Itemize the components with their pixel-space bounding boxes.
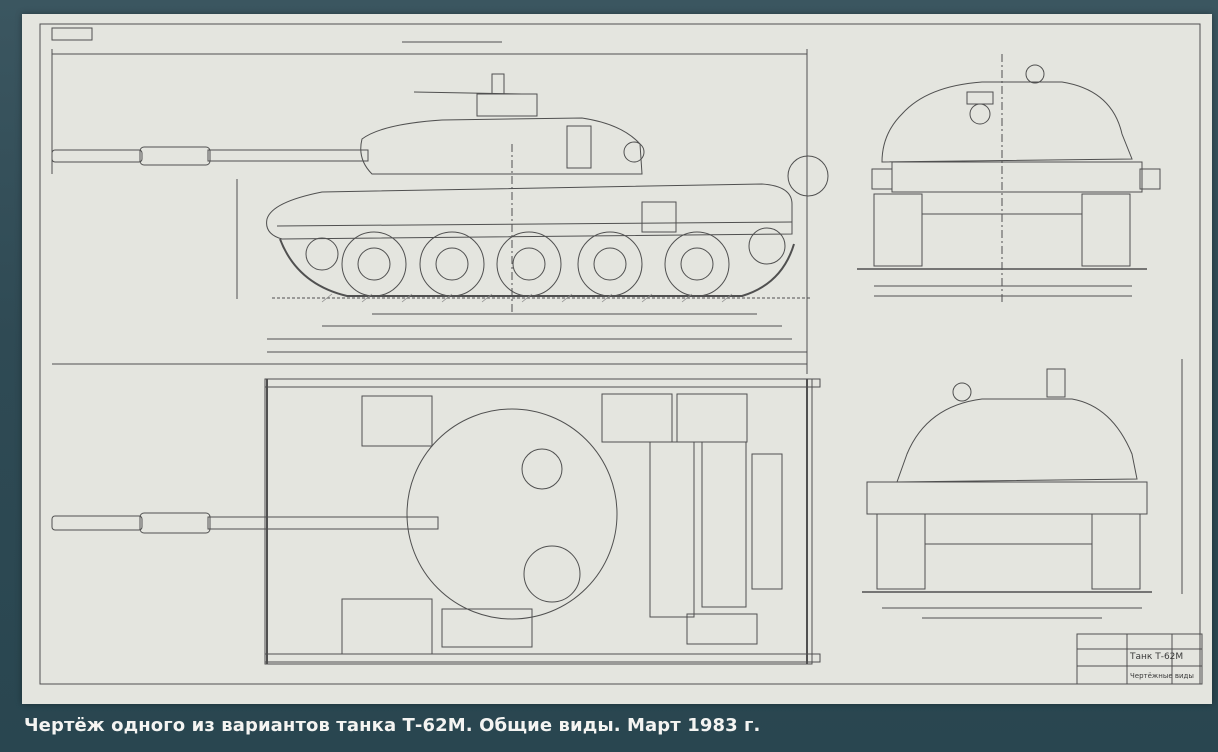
title-block-subtitle: Чертёжные виды: [1130, 672, 1194, 680]
blueprint-sheet: Танк Т-62М Чертёжные виды: [22, 14, 1212, 704]
title-block: [1076, 633, 1203, 685]
side-view: [51, 41, 829, 374]
caption: Чертёж одного из вариантов танка Т-62М. …: [24, 715, 761, 736]
title-block-name: Танк Т-62М: [1129, 652, 1183, 662]
drawing-frame: [39, 23, 1201, 685]
ground-hatching: [321, 293, 733, 303]
corner-stamp: [51, 27, 93, 41]
rear-view: [862, 359, 1183, 619]
front-view: [857, 54, 1161, 304]
top-view: [51, 378, 821, 665]
blueprint-drawing: Танк Т-62М Чертёжные виды: [39, 23, 1203, 685]
